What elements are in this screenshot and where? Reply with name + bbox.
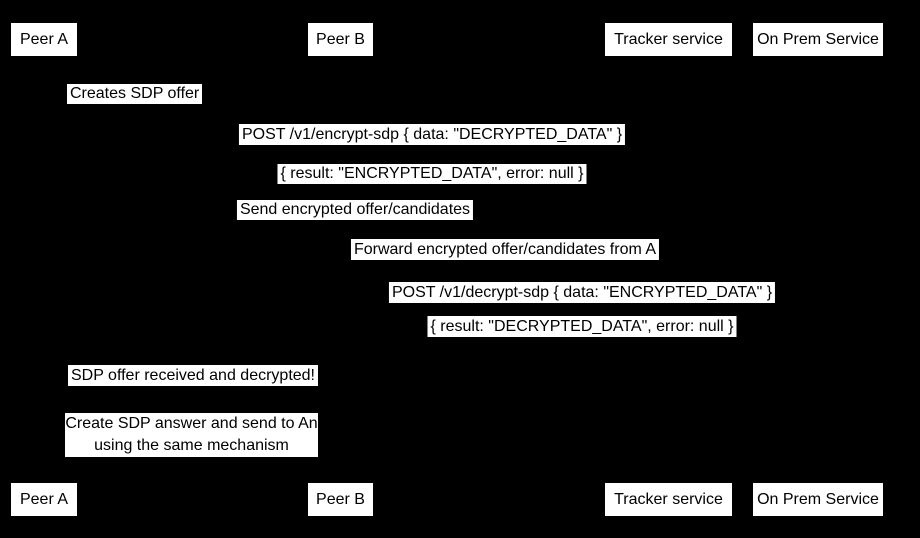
- participant-label: Peer B: [316, 490, 365, 508]
- message-post-encrypt-sdp: POST /v1/encrypt-sdp { data: "DECRYPTED_…: [238, 124, 626, 145]
- participant-on-prem-service-bottom: On Prem Service: [753, 483, 883, 516]
- note-line-2: using the same mechanism: [94, 437, 289, 454]
- message-forward-encrypted-offer: Forward encrypted offer/candidates from …: [350, 239, 660, 260]
- participant-label: Tracker service: [614, 30, 723, 48]
- note-line-1: Create SDP answer and send to An: [65, 415, 318, 432]
- participant-label: Tracker service: [614, 490, 723, 508]
- participant-tracker-service-top: Tracker service: [605, 23, 732, 56]
- participant-label: Peer B: [316, 30, 365, 48]
- message-post-decrypt-sdp: POST /v1/decrypt-sdp { data: "ENCRYPTED_…: [388, 282, 776, 303]
- message-decrypt-result: { result: "DECRYPTED_DATA", error: null …: [427, 316, 737, 337]
- participant-peer-b-top: Peer B: [308, 23, 373, 56]
- participant-on-prem-service-top: On Prem Service: [753, 23, 883, 56]
- message-creates-sdp-offer: Creates SDP offer: [67, 84, 203, 104]
- message-send-encrypted-offer: Send encrypted offer/candidates: [236, 200, 474, 220]
- participant-label: Peer A: [19, 490, 69, 508]
- participant-peer-b-bottom: Peer B: [308, 483, 373, 516]
- participant-tracker-service-bottom: Tracker service: [605, 483, 732, 516]
- participant-label: Peer A: [19, 30, 69, 48]
- participant-label: On Prem Service: [757, 490, 879, 508]
- participant-peer-a-top: Peer A: [11, 23, 77, 56]
- message-encrypt-result: { result: "ENCRYPTED_DATA", error: null …: [277, 164, 587, 184]
- message-sdp-offer-received: SDP offer received and decrypted!: [68, 365, 318, 386]
- note-create-sdp-answer: Create SDP answer and send to An using t…: [65, 413, 318, 457]
- participant-label: On Prem Service: [757, 30, 879, 48]
- participant-peer-a-bottom: Peer A: [11, 483, 77, 516]
